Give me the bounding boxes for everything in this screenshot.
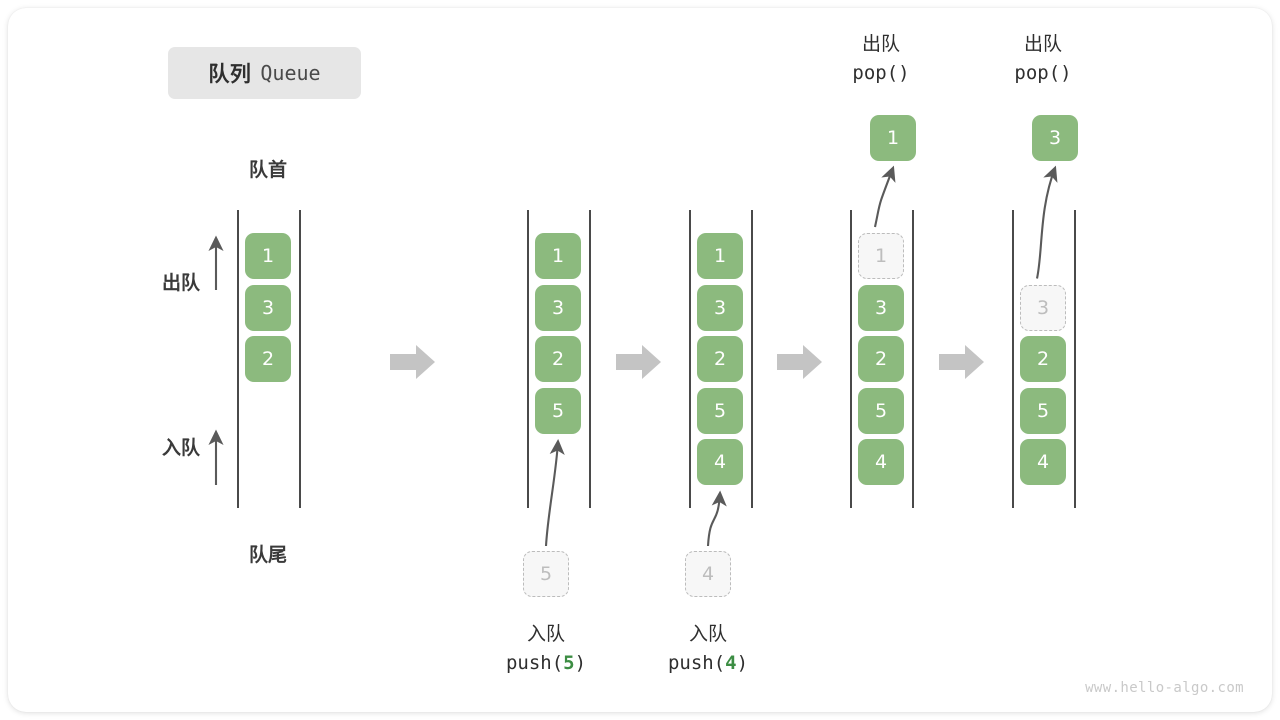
popped-cell: 1 — [870, 115, 916, 161]
queue-rail-right — [912, 210, 914, 508]
queue-cell: 1 — [245, 233, 291, 279]
queue-rail-left — [689, 210, 691, 508]
pop-arrow-pop-1 — [873, 165, 896, 228]
pop-label-cn: 出队 — [1023, 33, 1062, 55]
queue-head-label: 队首 — [248, 159, 287, 181]
queue-cell: 3 — [858, 284, 904, 331]
push-label-number: 5 — [563, 652, 575, 675]
queue-cell: 1 — [697, 233, 743, 279]
pop-label-pop-1: 出队 pop() — [791, 30, 971, 89]
queue-cell: 2 — [535, 336, 581, 382]
queue-cell: 2 — [1020, 336, 1066, 382]
queue-cell: 5 — [535, 387, 581, 434]
queue-cell: 5 — [697, 387, 743, 434]
pop-label-pop-3: 出队 pop() — [953, 30, 1133, 89]
incoming-ghost-cell: 5 — [523, 551, 569, 597]
push-label-number: 4 — [725, 652, 737, 675]
queue-cell: 4 — [697, 439, 743, 485]
queue-cell: 5 — [858, 387, 904, 434]
queue-cell: 3 — [245, 284, 291, 331]
flow-arrow-2 — [616, 343, 662, 381]
queue-rail-right — [589, 210, 591, 508]
pop-label-code: pop() — [1014, 62, 1072, 85]
push-label-cn: 入队 — [688, 623, 727, 645]
queue-rail-left — [527, 210, 529, 508]
popped-cell: 3 — [1032, 115, 1078, 161]
pop-label-code: pop() — [852, 62, 910, 85]
push-arrow-push-4 — [706, 490, 727, 547]
push-label-code: push(5) — [505, 652, 587, 675]
queue-cell: 2 — [858, 336, 904, 382]
queue-rail-right — [751, 210, 753, 508]
queue-cell: 4 — [1020, 439, 1066, 485]
dequeue-label: 出队 — [161, 272, 200, 294]
incoming-ghost-cell: 4 — [685, 551, 731, 597]
flow-arrow-1 — [390, 343, 436, 381]
queue-rail-left — [237, 210, 239, 508]
queue-cell: 2 — [697, 336, 743, 382]
diagram-title-en: Queue — [260, 61, 321, 85]
queue-cell: 1 — [535, 233, 581, 279]
push-arrow-push-5 — [544, 438, 565, 547]
queue-cell: 3 — [535, 284, 581, 331]
queue-rail-left — [850, 210, 852, 508]
flow-arrow-4 — [939, 343, 985, 381]
queue-rail-left — [1012, 210, 1014, 508]
push-label-push-5: 入队 push(5) — [456, 620, 636, 679]
pop-label-cn: 出队 — [861, 33, 900, 55]
enqueue-label: 入队 — [161, 437, 200, 459]
queue-tail-label: 队尾 — [248, 544, 287, 566]
queue-rail-right — [299, 210, 301, 508]
queue-rail-right — [1074, 210, 1076, 508]
queue-cell: 4 — [858, 439, 904, 485]
flow-arrow-3 — [777, 343, 823, 381]
queue-cell-ghost: 3 — [1020, 284, 1066, 331]
push-label-push-4: 入队 push(4) — [618, 620, 798, 679]
queue-cell: 5 — [1020, 387, 1066, 434]
pop-arrow-pop-3 — [1035, 165, 1058, 279]
watermark: www.hello-algo.com — [1085, 680, 1244, 696]
queue-cell: 2 — [245, 336, 291, 382]
push-label-code: push(4) — [667, 652, 749, 675]
diagram-title-chip: 队列 Queue — [168, 47, 361, 99]
queue-cell-ghost: 1 — [858, 233, 904, 279]
push-label-cn: 入队 — [526, 623, 565, 645]
queue-cell: 3 — [697, 284, 743, 331]
diagram-title-cn: 队列 — [208, 62, 252, 86]
